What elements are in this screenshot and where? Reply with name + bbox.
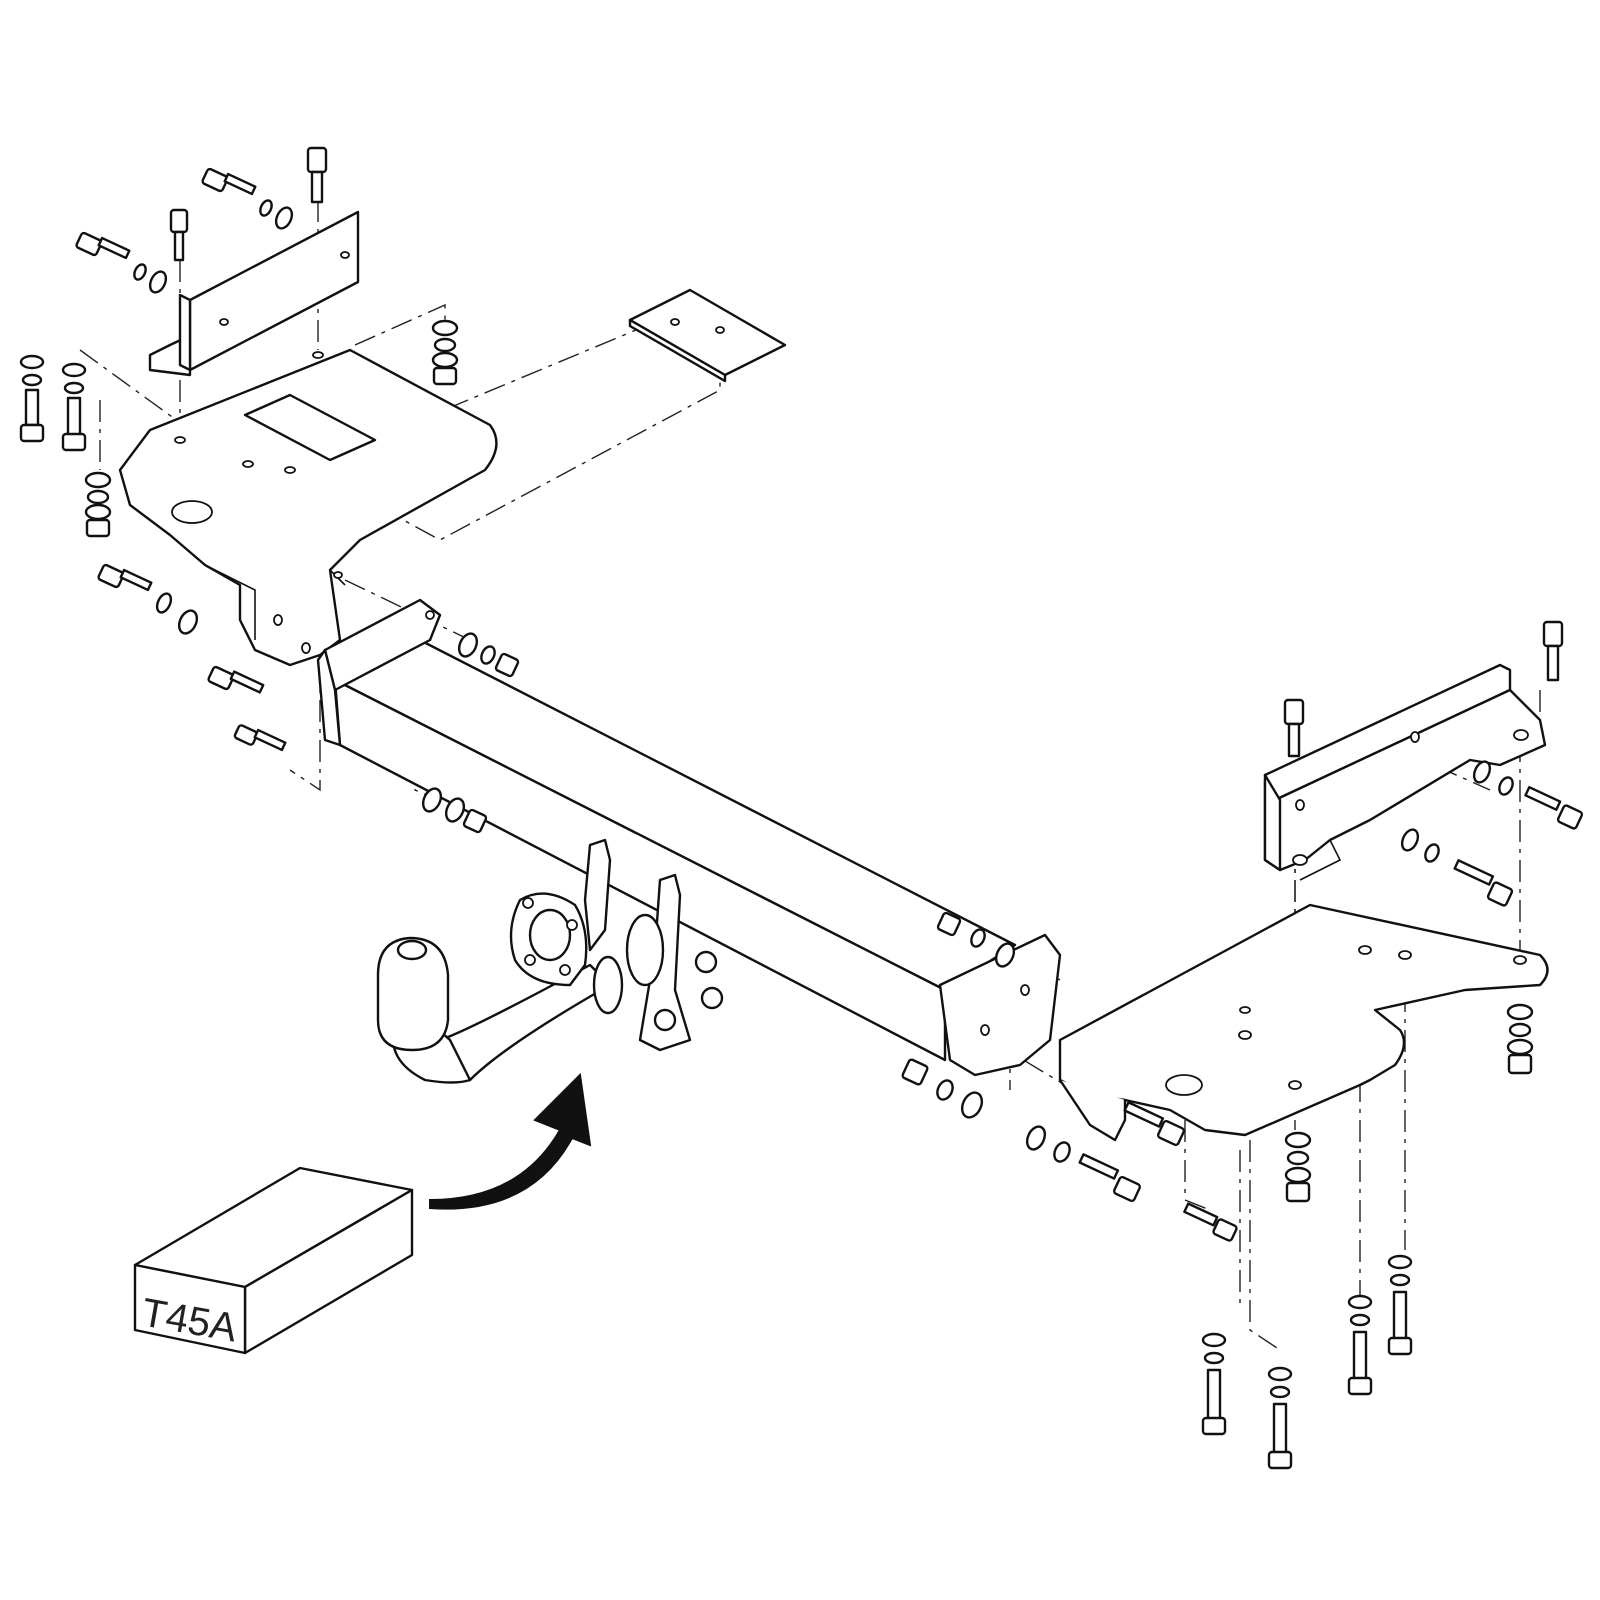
bolt-stack-left xyxy=(19,354,45,443)
bolt-vertical xyxy=(1542,620,1564,682)
washer-nut-row xyxy=(936,911,1016,968)
bolt-stack-left xyxy=(61,362,87,452)
washer-nut-row xyxy=(901,1058,984,1119)
bolt-angled xyxy=(97,563,199,635)
washer-nut-stack xyxy=(1284,1131,1312,1203)
bolt-vertical xyxy=(169,208,189,262)
bolt-stack-bottom xyxy=(1267,1366,1293,1470)
bolt-angled xyxy=(233,724,287,752)
washer-nut-row xyxy=(457,632,520,678)
bolt-angled xyxy=(1025,1125,1141,1203)
right-top-strap-bracket xyxy=(1263,663,1547,881)
left-top-strap-bracket xyxy=(148,210,360,377)
bolt-vertical xyxy=(1283,698,1305,758)
bolt-angled xyxy=(75,231,168,294)
bolt-angled xyxy=(1123,1101,1185,1147)
bolt-angled xyxy=(207,665,265,694)
washer-nut-stack xyxy=(431,319,459,386)
bolt-angled xyxy=(1472,760,1584,830)
cross-beam xyxy=(316,598,1062,1077)
bolt-angled xyxy=(201,167,294,230)
electrical-kit-box: T45A xyxy=(133,1166,414,1355)
bolt-stack-bottom xyxy=(1201,1332,1227,1436)
bolt-angled xyxy=(1183,1202,1238,1242)
tow-ball-assembly xyxy=(376,838,724,1084)
washer-nut-stack xyxy=(84,471,112,538)
tab-nuts xyxy=(653,950,724,1032)
bolt-stack-bottom xyxy=(1387,1254,1413,1356)
curved-arrow-icon xyxy=(429,1072,592,1210)
right-side-bracket xyxy=(1058,903,1549,1142)
spacer-plate xyxy=(628,288,787,383)
left-side-bracket xyxy=(118,348,498,667)
bolt-vertical xyxy=(306,146,328,204)
bolt-stack-bottom xyxy=(1347,1294,1373,1396)
washer-nut-row xyxy=(421,787,488,834)
bolt-angled xyxy=(1400,828,1514,907)
fasteners xyxy=(19,146,1584,1470)
washer-nut-stack xyxy=(1506,1003,1534,1075)
